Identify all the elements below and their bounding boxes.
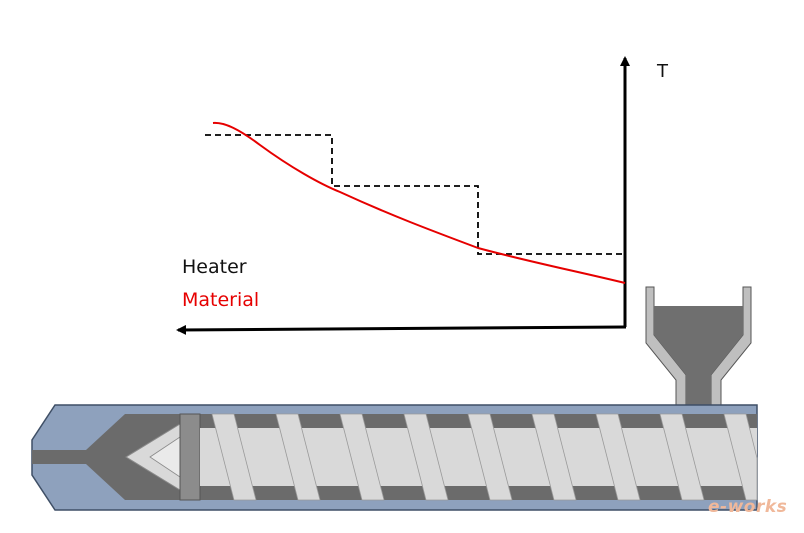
- watermark-logo: e-works: [708, 497, 788, 517]
- temperature-axis-label: T: [657, 61, 668, 82]
- hopper: [645, 286, 752, 406]
- legend-material: Material: [182, 289, 260, 311]
- check-ring: [179, 413, 201, 501]
- legend-heater: Heater: [182, 256, 247, 278]
- screw-flights: [211, 413, 758, 501]
- heater-profile-line: [205, 134, 625, 255]
- position-axis: [176, 324, 627, 335]
- nozzle-channel: [32, 450, 87, 464]
- material-temperature-curve: [212, 121, 626, 284]
